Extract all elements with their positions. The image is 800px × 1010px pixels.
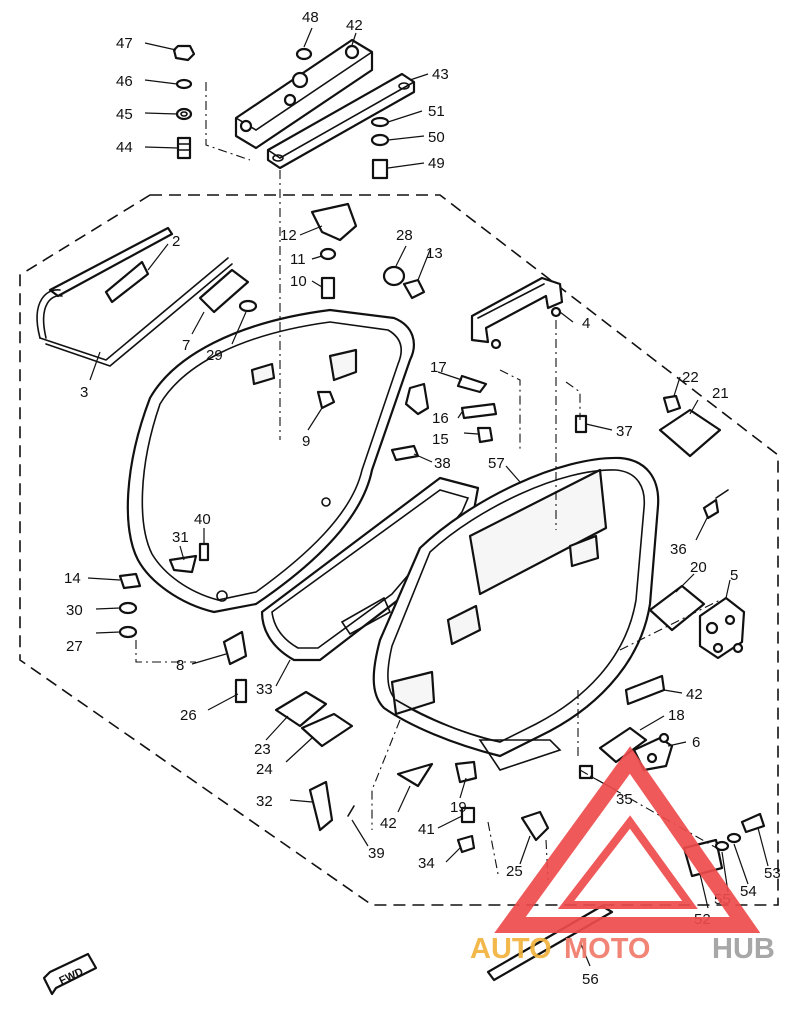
- callout-41: 41: [418, 821, 435, 838]
- callout-labels: 47 46 45 44 48 42 43 51 50 49 2 3 4 5 6 …: [64, 9, 781, 988]
- watermark-triangle-inner: [557, 815, 698, 909]
- callout-52: 51: [428, 103, 445, 120]
- callout-46: 45: [116, 106, 133, 123]
- callout-28: 28: [396, 227, 413, 244]
- callout-51: 50: [428, 129, 445, 146]
- callout-34: 34: [418, 855, 435, 872]
- callout-13: 13: [426, 245, 443, 262]
- callout-55: 54: [740, 883, 757, 900]
- callout-33: 33: [256, 681, 273, 698]
- fasteners: [118, 202, 729, 704]
- trim-strips: [36, 226, 258, 367]
- callout-21: 21: [712, 385, 729, 402]
- callout-29: 29: [206, 347, 223, 364]
- callout-17: 17: [430, 359, 447, 376]
- left-saddlebag-cover: [126, 308, 415, 614]
- callout-30: 30: [66, 602, 83, 619]
- callout-36: 36: [670, 541, 687, 558]
- callout-23: 23: [254, 741, 271, 758]
- callout-16: 16: [432, 410, 449, 427]
- callout-6: 6: [692, 734, 700, 751]
- callout-45: 44: [116, 139, 133, 156]
- inner-tray: [260, 476, 480, 662]
- callout-25: 25: [506, 863, 523, 880]
- callout-39: 39: [368, 845, 385, 862]
- callout-40: 40: [194, 511, 211, 528]
- latch-hardware: [598, 408, 746, 772]
- callout-60: 57: [488, 455, 505, 472]
- mounting-rail-assembly: [172, 38, 416, 180]
- carry-handle: [470, 276, 564, 350]
- watermark-logo: AUTO MOTO HUB: [470, 746, 775, 965]
- watermark-text-hub: HUB: [712, 933, 775, 965]
- callout-57: 56: [582, 971, 599, 988]
- callout-49: 48: [302, 9, 319, 26]
- callout-3: 3: [80, 384, 88, 401]
- watermark-triangle-icon: [494, 746, 761, 933]
- callout-32: 32: [256, 793, 273, 810]
- callout-35: 35: [616, 791, 633, 808]
- callout-11: 11: [290, 251, 306, 268]
- callout-43: 42: [346, 17, 363, 34]
- callout-22: 22: [682, 369, 699, 386]
- right-saddlebag-case: [372, 456, 660, 771]
- watermark-text-moto: MOTO: [564, 933, 650, 965]
- fwd-arrow-icon: FWD: [42, 952, 98, 996]
- callout-15: 15: [432, 431, 449, 448]
- callout-20: 20: [690, 559, 707, 576]
- callout-leaders: [87, 27, 769, 967]
- callout-27: 27: [66, 638, 83, 655]
- callout-24: 24: [256, 761, 273, 778]
- callout-2: 2: [172, 233, 180, 250]
- callout-7: 7: [182, 337, 190, 354]
- watermark-text-auto: AUTO: [470, 933, 552, 965]
- callout-8: 8: [176, 657, 184, 674]
- callout-42-lower: 42: [380, 815, 397, 832]
- callout-4: 4: [582, 315, 590, 332]
- callout-47: 46: [116, 73, 133, 90]
- callout-38: 38: [434, 455, 451, 472]
- callout-19: 19: [450, 799, 467, 816]
- callout-12: 12: [280, 227, 297, 244]
- callout-44: 43: [432, 66, 449, 83]
- callout-26: 26: [180, 707, 197, 724]
- callout-10: 10: [290, 273, 307, 290]
- callout-9: 9: [302, 433, 310, 450]
- callout-54: 53: [764, 865, 781, 882]
- callout-48: 47: [116, 35, 133, 52]
- callout-31: 31: [172, 529, 189, 546]
- callout-5: 5: [730, 567, 738, 584]
- callout-42-right: 42: [686, 686, 703, 703]
- callout-50: 49: [428, 155, 445, 172]
- callout-37: 37: [616, 423, 633, 440]
- callout-18: 18: [668, 707, 685, 724]
- callout-14: 14: [64, 570, 81, 587]
